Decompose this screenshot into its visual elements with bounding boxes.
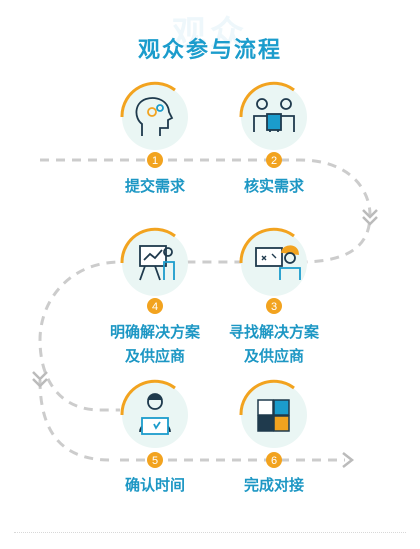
step-number: 6	[271, 455, 277, 467]
step-3-node: 3	[239, 227, 307, 314]
step-5-node: 5	[120, 379, 188, 468]
step-5-label: 确认时间	[124, 476, 185, 494]
page-title: 观众参与流程	[137, 38, 282, 63]
step-3-label-line2: 及供应商	[243, 347, 304, 365]
step-2-label: 核实需求	[243, 177, 304, 195]
step-6-label: 完成对接	[243, 476, 304, 494]
step-4-node: 4	[120, 227, 188, 314]
brain-gears-icon	[135, 97, 174, 136]
step-4-label-line1: 明确解决方案	[109, 323, 200, 341]
step-3-label: 寻找解决方案 及供应商	[209, 320, 339, 368]
step-1-node: 1	[120, 81, 188, 168]
step-number: 3	[271, 301, 277, 313]
step-6-node: 6	[239, 379, 307, 468]
step-4-label-line2: 及供应商	[124, 347, 185, 365]
chevron-right-icon	[342, 452, 355, 468]
footer-divider	[14, 532, 406, 533]
step-number: 1	[152, 155, 158, 167]
step-4-label: 明确解决方案 及供应商	[90, 320, 220, 368]
puzzle-icon	[257, 399, 290, 432]
step-3-label-line1: 寻找解决方案	[228, 323, 319, 341]
watermark-text: 观众	[172, 14, 248, 54]
two-people-clipboard-icon	[253, 98, 295, 132]
chevron-down-icon	[32, 371, 48, 388]
step-1-label: 提交需求	[124, 177, 185, 195]
flow-path-link	[38, 379, 111, 462]
laptop-user-icon	[139, 393, 171, 435]
step-number: 4	[152, 301, 158, 313]
presentation-icon	[139, 245, 175, 281]
chevron-down-icon	[362, 209, 378, 226]
step-number: 2	[271, 155, 277, 167]
step-2-node: 2	[239, 81, 307, 168]
step-number: 5	[152, 455, 158, 467]
engineer-whiteboard-icon	[255, 245, 301, 280]
